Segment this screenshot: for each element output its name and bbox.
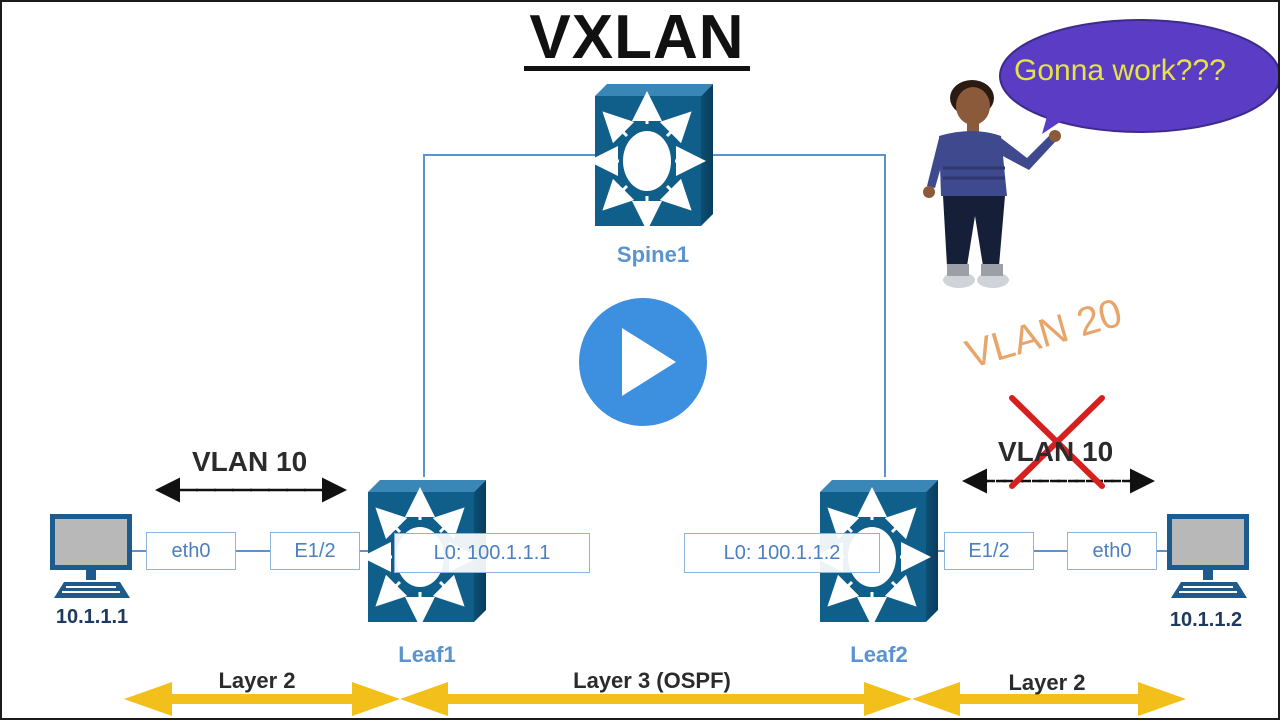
speech-bubble (999, 19, 1278, 134)
title-underline (524, 66, 750, 71)
link-spine-leaf2 (712, 154, 886, 477)
vlan-right-label: VLAN 10 (998, 436, 1114, 467)
leaf2-loopback-box: L0: 100.1.1.2 (684, 533, 880, 573)
leaf2-label: Leaf2 (850, 642, 908, 667)
leaf2-port-box: E1/2 (944, 532, 1034, 570)
host2-eth0-box: eth0 (1067, 532, 1157, 570)
vlan-arrows (155, 468, 1155, 503)
speech-bubble-text: Gonna work??? (1014, 54, 1226, 87)
host2-ip: 10.1.1.2 (1169, 609, 1243, 631)
person-figure (923, 80, 1061, 288)
host1-ip: 10.1.1.1 (55, 606, 129, 628)
computer-icon (50, 514, 132, 598)
computer-icon (1167, 514, 1249, 598)
link-spine-leaf1 (423, 154, 595, 477)
vlan-left-label: VLAN 10 (192, 446, 308, 477)
arrow-layer2-right (912, 682, 1186, 716)
leaf1-loopback-box: L0: 100.1.1.1 (394, 533, 590, 573)
host1-eth0-box: eth0 (146, 532, 236, 570)
layer-arrows (124, 682, 1186, 716)
layer3-label: Layer 3 (OSPF) (573, 668, 731, 693)
layer2-left-label: Layer 2 (218, 668, 296, 693)
links (132, 154, 1167, 552)
spine-label: Spine1 (616, 242, 690, 267)
layer2-right-label: Layer 2 (1008, 670, 1086, 695)
page-title: VXLAN (529, 3, 745, 72)
play-icon[interactable] (571, 290, 715, 434)
cross-icon (1009, 395, 1105, 489)
arrow-layer2-left (124, 682, 400, 716)
arrow-layer3 (400, 682, 912, 716)
switch-icon (588, 84, 713, 231)
leaf1-label: Leaf1 (398, 642, 456, 667)
leaf1-port-box: E1/2 (270, 532, 360, 570)
